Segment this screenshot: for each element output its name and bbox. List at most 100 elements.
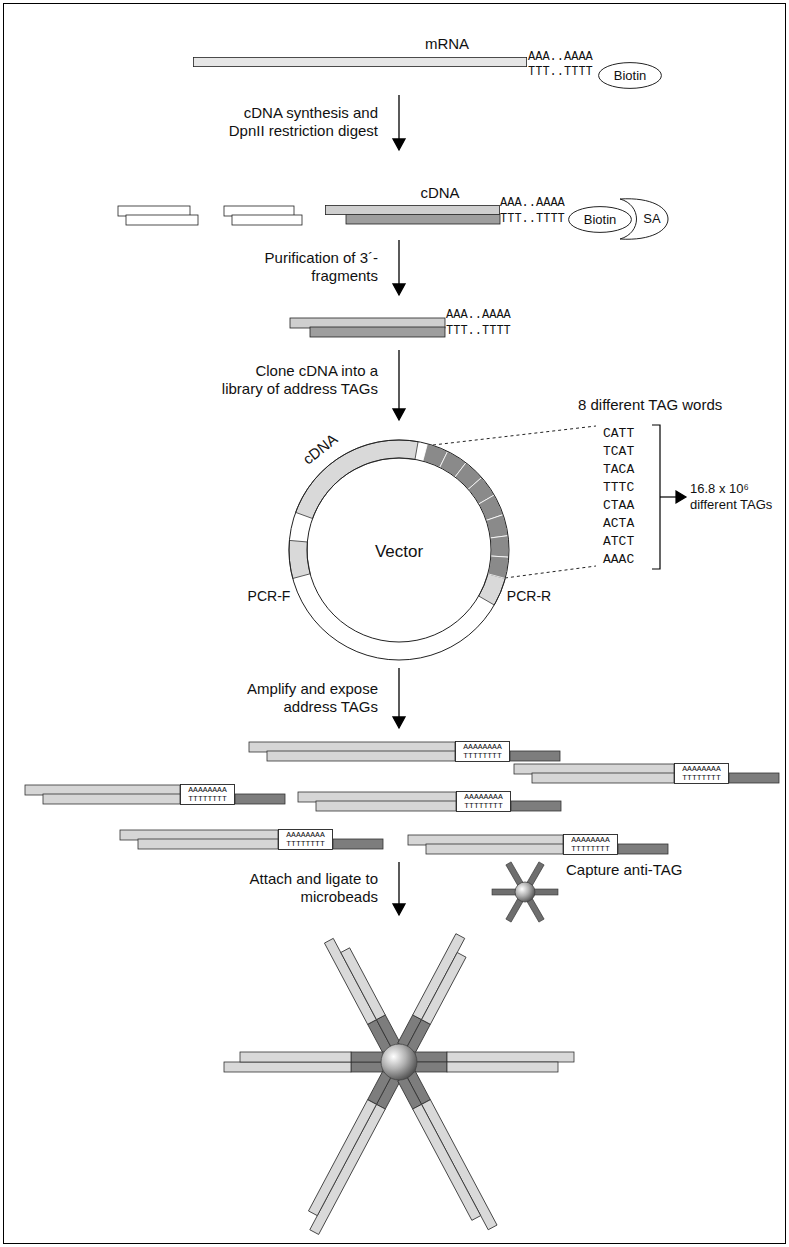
dna-strand bbox=[316, 801, 456, 811]
tag-strand bbox=[398, 1076, 422, 1109]
step-label: Clone cDNA into a library of address TAG… bbox=[216, 362, 378, 398]
tag-box-outline bbox=[675, 764, 729, 784]
arrow-head bbox=[393, 284, 405, 295]
strand-bar bbox=[193, 57, 526, 66]
tag-count: 16.8 x 10⁶ different TAGs bbox=[690, 481, 785, 512]
arrow-head bbox=[393, 904, 405, 915]
mrna-strand-outline bbox=[193, 57, 527, 67]
tag-word: ATCT bbox=[603, 534, 634, 550]
tag-box-outline bbox=[456, 742, 510, 762]
tag-word: TTTC bbox=[603, 480, 634, 496]
arrow-head bbox=[393, 717, 405, 728]
tag-strand bbox=[235, 794, 285, 804]
biotin-ellipse: Biotin bbox=[568, 206, 632, 233]
tag-heading: 8 different TAG words bbox=[578, 396, 722, 414]
dna-strand bbox=[341, 948, 386, 1020]
dna-strand bbox=[413, 1104, 481, 1220]
streptavidin-shape-outline bbox=[614, 195, 672, 243]
dna-strand bbox=[25, 785, 180, 795]
bead-arm bbox=[324, 934, 400, 1053]
tag-segment bbox=[490, 536, 509, 558]
tag-strand bbox=[351, 1062, 383, 1072]
tag-word: TCAT bbox=[603, 444, 634, 460]
step-arrow bbox=[398, 350, 399, 410]
dna-strand bbox=[447, 1052, 574, 1062]
tag-box-outline bbox=[181, 785, 235, 805]
cdna-strand-outline bbox=[325, 205, 500, 215]
biotin-ellipse: Biotin bbox=[598, 62, 662, 89]
bead-label: Capture anti-TAG bbox=[566, 861, 682, 878]
bead-arm bbox=[398, 934, 474, 1053]
dna-strand bbox=[126, 215, 198, 225]
tag-word: CTAA bbox=[603, 498, 634, 514]
tag-sequence: TTTTTTTT bbox=[682, 774, 720, 782]
anti-tag-oligo bbox=[534, 889, 558, 895]
tag-box-outline bbox=[564, 835, 618, 855]
ring-inner-edge bbox=[307, 458, 491, 642]
streptavidin-shape: SA bbox=[614, 195, 672, 243]
dna-strand bbox=[532, 773, 674, 783]
mrna-strand: mRNA bbox=[193, 57, 527, 67]
polyt-sequence: TTT..TTTT bbox=[500, 212, 565, 226]
primer-label: PCR-R bbox=[507, 588, 551, 604]
tag-box: AAAAAAAATTTTTTTT bbox=[456, 791, 511, 812]
tag-sequence: AAAAAAAA bbox=[463, 743, 501, 751]
streptavidin-label: SA bbox=[643, 212, 660, 227]
arrow-head bbox=[676, 491, 686, 503]
dna-strand bbox=[447, 1062, 558, 1072]
tag-strand bbox=[415, 1052, 447, 1062]
tag-sequence: TTTTTTTT bbox=[571, 845, 609, 853]
dna-strand bbox=[249, 742, 455, 752]
figure-frame bbox=[4, 4, 786, 1244]
loaded-microbead bbox=[224, 934, 574, 1235]
leader-line bbox=[505, 566, 596, 578]
tag-box: AAAAAAAATTTTTTTT bbox=[563, 834, 618, 855]
dna-strand bbox=[138, 839, 278, 849]
dna-strand bbox=[298, 792, 456, 802]
dna-strand bbox=[308, 1100, 376, 1216]
bead-arm bbox=[415, 1052, 574, 1072]
arrow-head bbox=[393, 139, 405, 150]
tag-strand bbox=[729, 773, 779, 783]
tag-strand bbox=[351, 1052, 383, 1062]
step-label: Attach and ligate to microbeads bbox=[228, 870, 378, 906]
dna-strand bbox=[43, 794, 180, 804]
step-arrow bbox=[398, 668, 399, 718]
capture-bead-outline bbox=[490, 857, 560, 927]
ellipse-outline bbox=[599, 63, 662, 89]
bracket bbox=[652, 425, 660, 569]
tag-sequence: TTTTTTTT bbox=[286, 840, 324, 848]
anti-tag-oligo bbox=[492, 889, 516, 895]
dna-strand bbox=[120, 830, 278, 840]
step-arrow bbox=[398, 862, 399, 905]
anti-tag-oligo bbox=[527, 898, 544, 922]
capture-bead: Capture anti-TAG bbox=[490, 857, 560, 927]
biotin-label: Biotin bbox=[614, 68, 647, 83]
anti-tag-oligo bbox=[506, 898, 523, 922]
microbead bbox=[515, 882, 535, 902]
dna-strand bbox=[422, 953, 467, 1025]
anti-tag-oligo bbox=[527, 862, 544, 886]
polya-sequence: AAA..AAAA bbox=[500, 196, 565, 210]
tag-sequence: AAAAAAAA bbox=[286, 831, 324, 839]
step-arrow bbox=[398, 95, 399, 140]
dna-strand bbox=[310, 1104, 385, 1234]
strand-name: cDNA bbox=[420, 184, 459, 201]
step-label: Purification of 3´-fragments bbox=[228, 249, 378, 285]
strand-bar bbox=[325, 205, 499, 214]
dna-strand bbox=[232, 215, 302, 225]
tag-box: AAAAAAAATTTTTTTT bbox=[278, 829, 333, 850]
dna-strand bbox=[240, 1052, 351, 1062]
dna-strand bbox=[426, 844, 563, 854]
polya-sequence: AAA..AAAA bbox=[446, 308, 511, 322]
crescent-outline bbox=[620, 199, 668, 239]
tag-box: AAAAAAAATTTTTTTT bbox=[180, 784, 235, 805]
tag-box: AAAAAAAATTTTTTTT bbox=[674, 763, 729, 784]
dna-strand bbox=[224, 206, 294, 216]
dna-strand bbox=[346, 214, 500, 224]
dna-strand bbox=[310, 327, 445, 337]
tag-box-outline bbox=[279, 830, 333, 850]
dna-strand bbox=[118, 206, 190, 216]
ring-outer-edge bbox=[289, 440, 509, 660]
